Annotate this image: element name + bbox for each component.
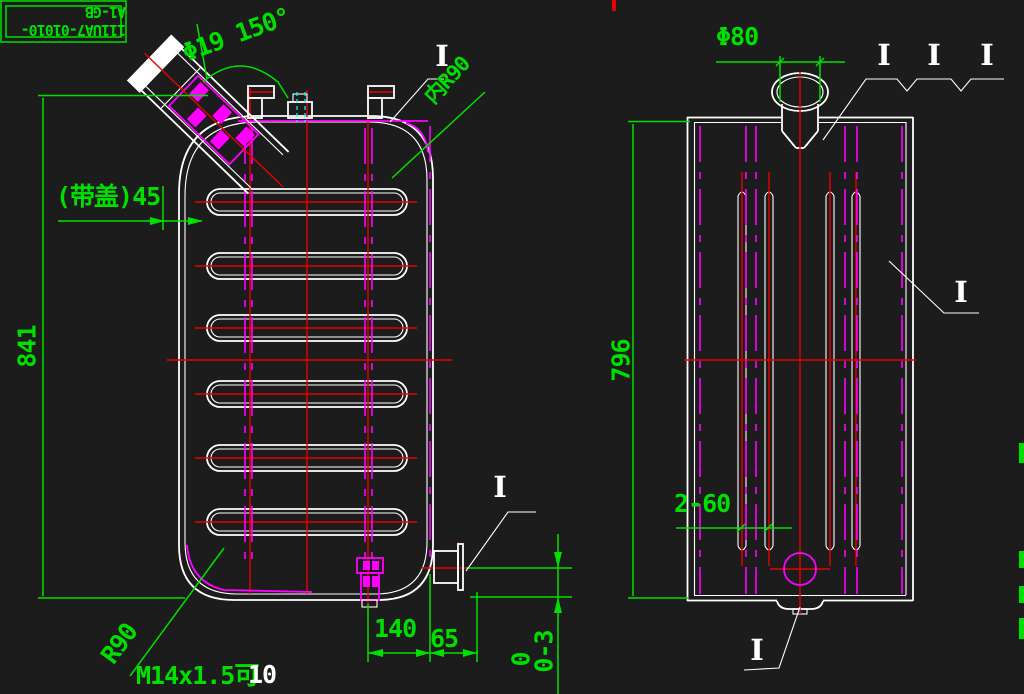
filler-neck-dia-label: Φ80 <box>716 22 759 51</box>
right-view-centerlines <box>684 72 916 614</box>
section-marker-bottom-drain: I <box>750 633 764 667</box>
section-marker-neck-3: I <box>980 38 994 72</box>
gap-tolerance-low-label: 0 <box>506 652 536 667</box>
offset-note-label: 10 <box>248 660 277 689</box>
right-view-internal-tubes <box>737 172 861 566</box>
title-block-border <box>0 0 127 43</box>
right-view-height-dim-label: 796 <box>606 339 636 382</box>
edge-fragments <box>612 0 1024 639</box>
left-view-tank-outline <box>178 115 434 601</box>
left-view-drain-plug <box>356 557 384 608</box>
right-view-drain-hole <box>783 552 817 586</box>
cap-height-dim-label: (带盖)45 <box>56 182 161 211</box>
left-view-centerlines <box>167 88 468 612</box>
left-view-top-fittings <box>247 85 395 122</box>
gap-tolerance-label: 0-3 <box>529 630 559 673</box>
title-block-part-number: 111UA7-01010-A1-GB <box>21 3 126 39</box>
left-view-filler-neck <box>126 34 290 195</box>
leader-lines <box>389 78 1004 671</box>
drain-thread-note-label: M14x1.5可 <box>136 661 259 690</box>
section-marker-right-side: I <box>954 275 968 309</box>
section-marker-neck-1: I <box>877 38 891 72</box>
section-marker-neck-2: I <box>927 38 941 72</box>
left-view-outlet-pipe <box>433 543 464 591</box>
right-view-hidden-lines <box>699 126 903 594</box>
left-view-hidden-lines <box>186 120 431 593</box>
section-marker-top-left-view: I <box>435 39 449 73</box>
section-marker-outlet: I <box>493 470 507 504</box>
tube-spacing-dim-label: 2-60 <box>674 489 731 518</box>
left-view-height-dim-label: 841 <box>12 325 42 368</box>
bottom-dim-65-label: 65 <box>430 624 459 653</box>
bottom-dim-140-label: 140 <box>374 614 417 643</box>
dimension-lines <box>38 23 845 694</box>
